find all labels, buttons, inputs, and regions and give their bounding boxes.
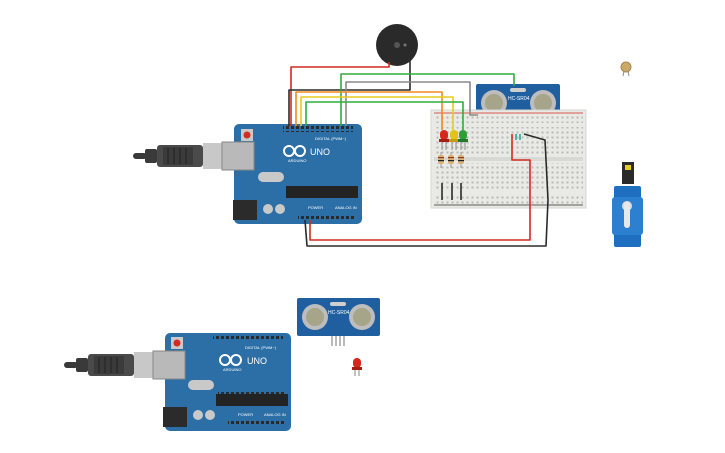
wire-green-sensor[interactable] — [340, 73, 515, 126]
photoresistor[interactable] — [620, 61, 632, 77]
board-brand-label: ARDUINO — [288, 158, 306, 163]
analog-header-label: ANALOG IN — [264, 412, 286, 417]
wires-top — [288, 60, 549, 247]
digital-header-label: DIGITAL (PWM~) — [245, 345, 277, 350]
usb-cable-top[interactable] — [133, 143, 223, 169]
led-red[interactable] — [439, 130, 449, 150]
digital-header-label: DIGITAL (PWM~) — [315, 136, 347, 141]
wire-red-buzzer[interactable] — [290, 62, 390, 126]
arduino-board-bottom[interactable]: UNO ARDUINO DIGITAL (PWM~) POWER ANALOG … — [152, 333, 291, 431]
resistor-2[interactable] — [448, 152, 454, 168]
arduino-logo-bottom — [219, 354, 242, 366]
wire-orange-led[interactable] — [295, 91, 443, 130]
usb-cable-bottom[interactable] — [64, 352, 154, 378]
board-brand-label: ARDUINO — [223, 367, 241, 372]
led-yellow[interactable] — [449, 130, 459, 150]
servo-motor[interactable] — [612, 162, 643, 247]
power-header-label: POWER — [238, 412, 253, 417]
arduino-logo-top — [283, 145, 306, 157]
piezo-buzzer[interactable] — [376, 24, 418, 66]
board-model-label: UNO — [310, 147, 330, 157]
resistor-1[interactable] — [438, 152, 444, 168]
sensor-model-label: HC-SR04 — [328, 310, 350, 316]
jumper-ground-links[interactable] — [441, 183, 462, 200]
arduino-board-top[interactable]: UNO ARDUINO DIGITAL (PWM~) POWER ANALOG … — [221, 124, 362, 224]
breadboard[interactable] — [430, 109, 587, 209]
led-green[interactable] — [458, 130, 468, 150]
power-header-label: POWER — [308, 205, 323, 210]
resistor-3[interactable] — [458, 152, 464, 168]
wire-black-sensor-gnd[interactable] — [304, 133, 549, 247]
analog-header-label: ANALOG IN — [335, 205, 357, 210]
wire-green-led[interactable] — [305, 101, 464, 130]
wire-red-sensor-vcc[interactable] — [309, 134, 531, 241]
wire-yellow-led[interactable] — [300, 96, 454, 130]
sensor-model-label: HC-SR04 — [508, 96, 530, 102]
wire-black-buzzer[interactable] — [288, 60, 411, 126]
ultrasonic-sensor-bottom[interactable]: HC-SR04 — [297, 298, 380, 346]
led-red-loose[interactable] — [352, 358, 362, 376]
board-model-label: UNO — [247, 356, 267, 366]
